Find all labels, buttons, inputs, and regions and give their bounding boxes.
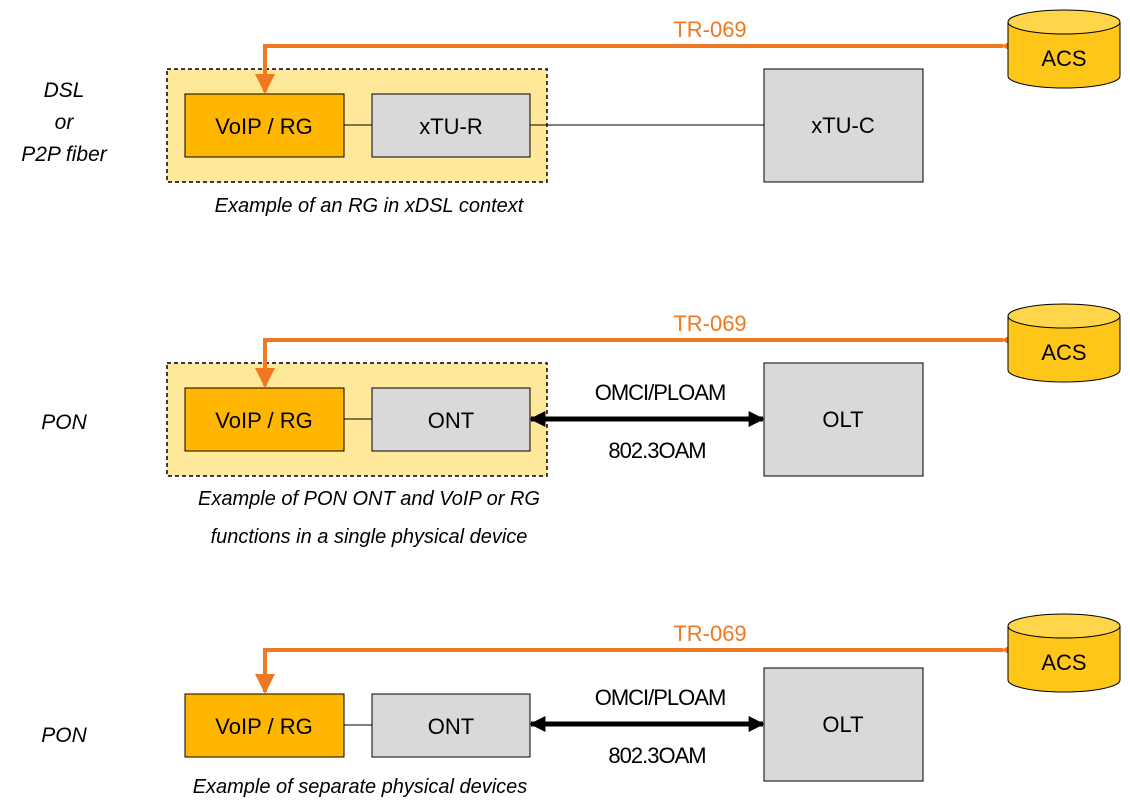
olt-label: OLT: [822, 712, 863, 737]
tr069-link: [255, 330, 1021, 388]
row-dsl: DSL or P2P fiber VoIP / RG xTU-R xTU-C T…: [21, 9, 1121, 217]
acs-database-icon[interactable]: ACS: [1007, 9, 1121, 89]
oam-label: 802.3OAM: [608, 438, 705, 463]
access-label-line1: DSL: [44, 79, 85, 102]
ont-box[interactable]: [371, 693, 531, 758]
olt-label: OLT: [822, 407, 863, 432]
tr069-label: TR-069: [673, 17, 746, 42]
acs-label: ACS: [1041, 650, 1086, 675]
voip-rg-box[interactable]: [184, 93, 345, 158]
row-pon-integrated: PON VoIP / RG ONT OMCI/PLOAM 802.3OAM OL…: [41, 303, 1121, 548]
xtu-c-label: xTU-C: [811, 113, 875, 138]
xtu-r-label: xTU-R: [419, 114, 483, 139]
acs-database-icon[interactable]: ACS: [1007, 613, 1121, 693]
voip-rg-label: VoIP / RG: [215, 714, 312, 739]
oam-label: 802.3OAM: [608, 743, 705, 768]
access-label-line3: P2P fiber: [21, 143, 108, 166]
caption-line2: functions in a single physical device: [211, 526, 528, 548]
access-label-line2: or: [55, 111, 75, 134]
access-label: PON: [41, 724, 87, 747]
omci-ploam-label: OMCI/PLOAM: [595, 685, 726, 710]
caption: Example of separate physical devices: [193, 776, 528, 798]
tr069-label: TR-069: [673, 621, 746, 646]
xtu-r-box[interactable]: [371, 93, 531, 158]
voip-rg-label: VoIP / RG: [215, 408, 312, 433]
ont-label: ONT: [428, 408, 474, 433]
tr069-label: TR-069: [673, 311, 746, 336]
voip-rg-box[interactable]: [184, 387, 345, 452]
access-label: PON: [41, 411, 87, 434]
acs-database-icon[interactable]: ACS: [1007, 303, 1121, 383]
voip-rg-label: VoIP / RG: [215, 114, 312, 139]
ont-label: ONT: [428, 714, 474, 739]
acs-label: ACS: [1041, 46, 1086, 71]
tr069-link: [255, 36, 1021, 94]
caption-line1: Example of PON ONT and VoIP or RG: [198, 488, 540, 510]
ont-box[interactable]: [371, 387, 531, 452]
voip-rg-box[interactable]: [184, 693, 345, 758]
tr069-link: [255, 640, 1021, 694]
row-pon-separate: PON VoIP / RG ONT OMCI/PLOAM 802.3OAM OL…: [41, 613, 1121, 798]
omci-ploam-label: OMCI/PLOAM: [595, 380, 726, 405]
caption: Example of an RG in xDSL context: [215, 195, 525, 217]
acs-label: ACS: [1041, 340, 1086, 365]
